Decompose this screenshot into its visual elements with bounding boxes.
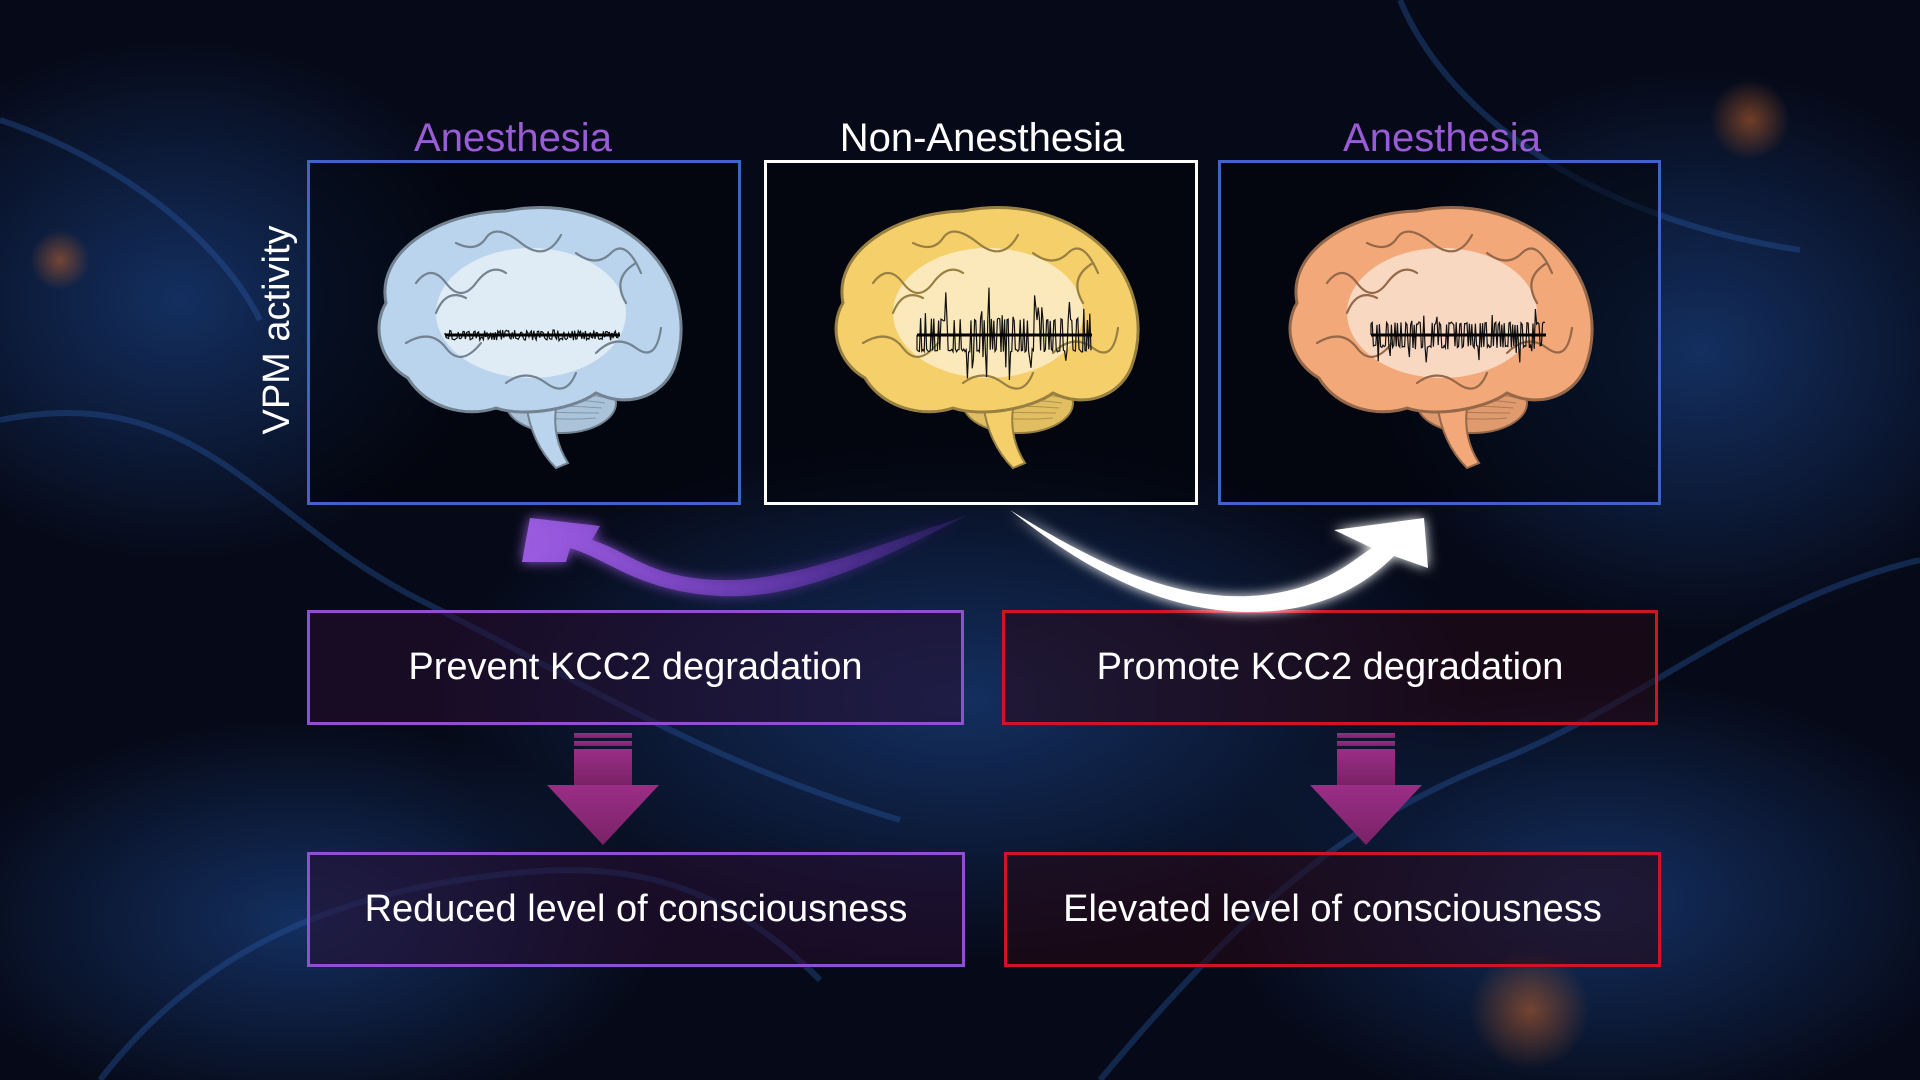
panel-anesthesia-left [307,160,741,505]
reduced-consciousness-box: Reduced level of consciousness [307,852,965,967]
orange-brain-icon [1288,206,1594,470]
vpm-activity-axis-label: VPM activity [256,225,298,435]
elevated-consciousness-box: Elevated level of consciousness [1004,852,1661,967]
yellow-brain-icon [834,206,1140,470]
panel-anesthesia-right [1218,160,1661,505]
promote-kcc2-box: Promote KCC2 degradation [1002,610,1658,725]
panel-title-center: Non-Anesthesia [839,116,1125,160]
prevent-kcc2-label: Prevent KCC2 degradation [408,646,863,688]
elevated-consciousness-label: Elevated level of consciousness [1063,888,1602,930]
panel-title-right: Anesthesia [1343,116,1541,160]
panel-title-left: Anesthesia [414,116,612,160]
panel-non-anesthesia [764,160,1198,505]
prevent-kcc2-box: Prevent KCC2 degradation [307,610,964,725]
reduced-consciousness-label: Reduced level of consciousness [364,888,908,930]
promote-kcc2-label: Promote KCC2 degradation [1096,646,1564,688]
blue-brain-icon [377,206,683,470]
